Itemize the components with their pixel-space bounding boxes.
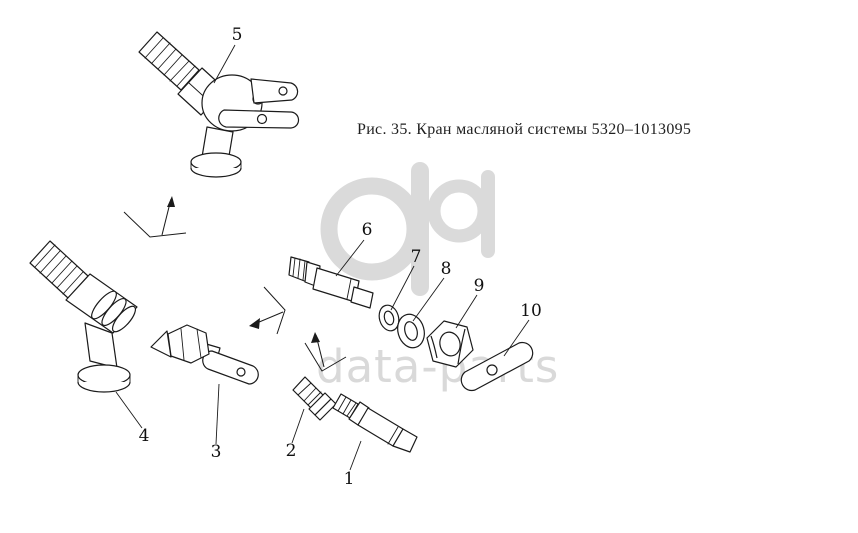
part-4-tee-body-drawing	[29, 240, 138, 393]
part-1-stem-drawing	[332, 393, 418, 453]
leader-line-3	[215, 383, 220, 445]
part-label-5: 5	[232, 25, 243, 45]
part-label-2: 2	[286, 441, 297, 461]
assembly-direction-arrows	[123, 196, 347, 372]
leader-line-4	[115, 391, 143, 429]
part-label-7: 7	[411, 247, 422, 267]
part-6-stem-drawing	[288, 256, 374, 309]
part-label-6: 6	[362, 220, 373, 240]
watermark-logo	[320, 162, 495, 296]
part-label-3: 3	[211, 442, 222, 462]
leader-line-10	[503, 319, 530, 357]
figure-caption: Рис. 35. Кран масляной системы 5320–1013…	[357, 121, 692, 138]
leader-line-5	[213, 44, 236, 84]
leader-line-2	[291, 408, 305, 444]
part-label-4: 4	[139, 426, 150, 446]
part-5-valve-assembly-drawing	[138, 31, 300, 178]
part-8-washer-drawing	[397, 313, 425, 349]
leader-line-9	[455, 294, 478, 329]
part-label-8: 8	[441, 259, 452, 279]
part-7-ring-drawing	[378, 304, 400, 332]
leader-line-6	[335, 239, 365, 277]
leader-lines	[115, 44, 530, 471]
part-labels: 1 2 3 4 5 6 7 8 9 10	[139, 25, 542, 489]
leader-line-7	[390, 265, 415, 311]
part-10-handle-drawing	[460, 341, 534, 392]
part-9-nut-drawing	[426, 320, 474, 368]
leader-line-8	[412, 277, 445, 322]
leader-line-1	[349, 440, 362, 471]
part-2-plug-drawing	[292, 376, 337, 421]
part-label-10: 10	[520, 301, 542, 321]
part-3-valve-drawing	[150, 324, 259, 385]
part-label-1: 1	[344, 469, 355, 489]
part-label-9: 9	[474, 276, 485, 296]
